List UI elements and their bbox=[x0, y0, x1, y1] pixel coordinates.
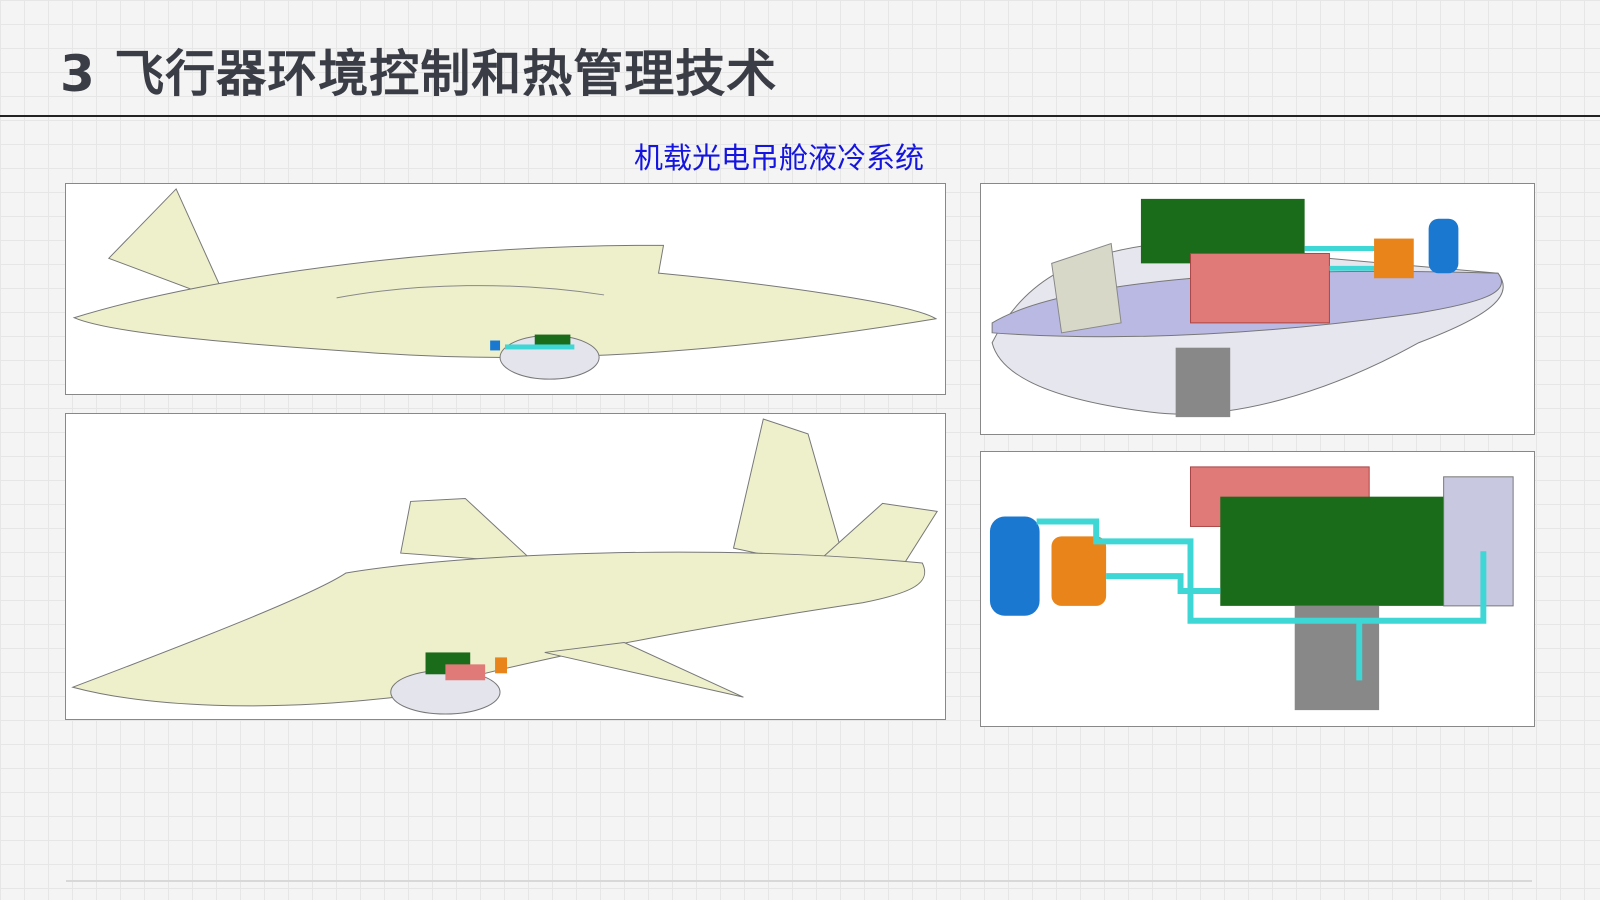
title-divider bbox=[0, 115, 1600, 117]
footer-divider bbox=[66, 880, 1532, 882]
pod-cooling-system-overview-image bbox=[980, 183, 1535, 435]
slide-subtitle: 机载光电吊舱液冷系统 bbox=[634, 141, 925, 175]
aircraft-perspective-view-image bbox=[65, 413, 946, 720]
aircraft-side-view-image bbox=[65, 183, 946, 395]
cooling-system-components-image bbox=[980, 451, 1535, 727]
slide-title: 3 飞行器环境控制和热管理技术 bbox=[60, 45, 778, 103]
